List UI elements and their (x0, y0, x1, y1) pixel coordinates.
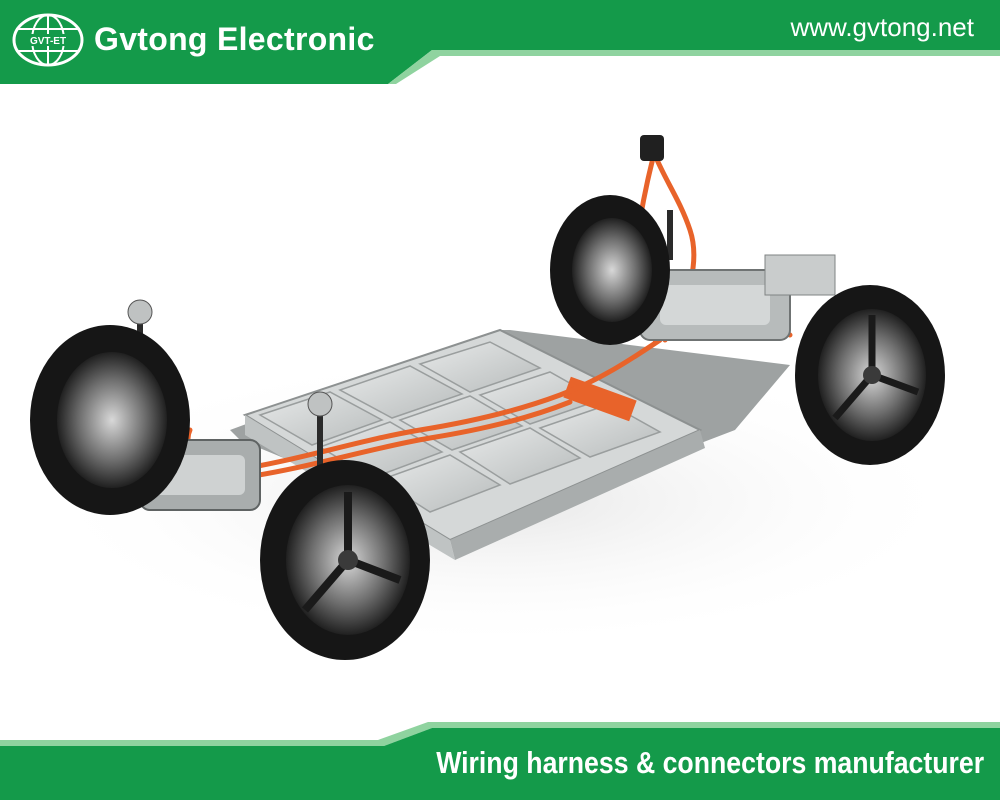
logo-text: GVT-ET (30, 36, 66, 47)
rear-drive-unit (639, 254, 836, 341)
footer-tagline: Wiring harness & connectors manufacturer (436, 745, 984, 780)
hv-connector (640, 135, 664, 161)
footer-banner (0, 722, 1000, 800)
ev-chassis-illustration (30, 135, 970, 660)
wheel-rear-left (550, 195, 670, 345)
wheel-rear-right (795, 285, 945, 465)
battery-cell (418, 341, 542, 393)
wheel-front-right (260, 460, 430, 660)
wheel-front-left (30, 325, 190, 515)
globe-logo-icon: GVT-ET (10, 12, 86, 68)
battery-cell (338, 365, 464, 419)
battery-cell (458, 427, 582, 485)
header-banner (0, 0, 1000, 84)
website-url: www.gvtong.net (790, 12, 974, 42)
brand-name: Gvtong Electronic (94, 21, 375, 57)
